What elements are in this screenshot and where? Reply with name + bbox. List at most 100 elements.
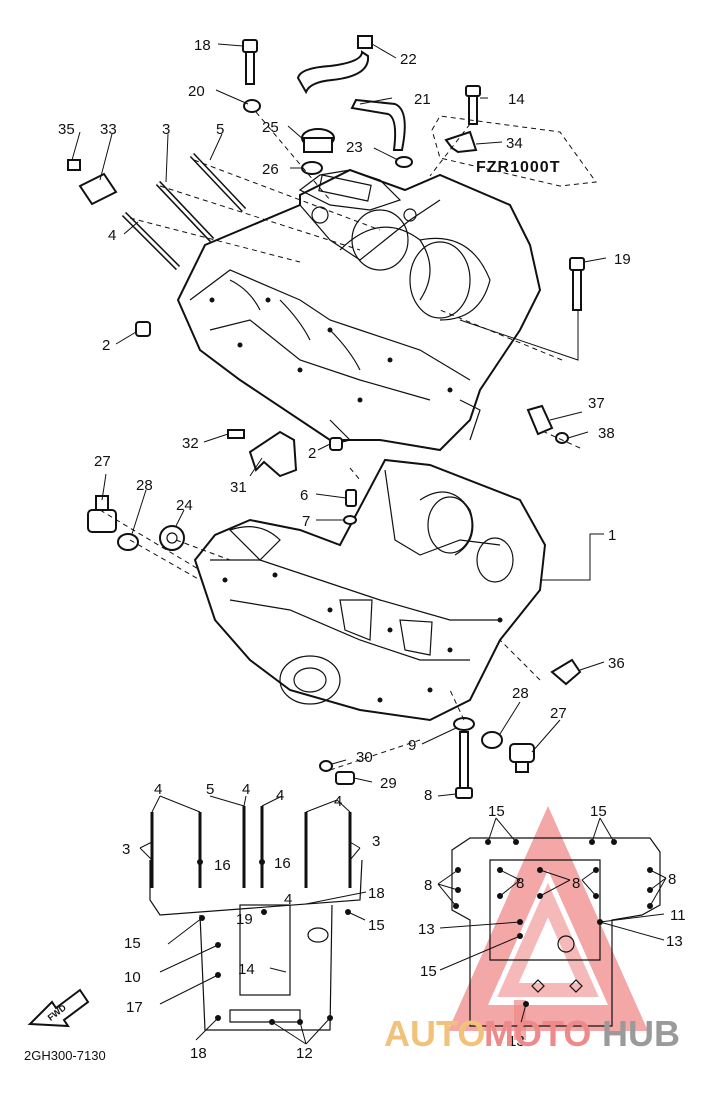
label-27-lower: 27 [550,705,567,722]
label-4-bl-d: 4 [334,793,342,810]
stud-bolt-5 [189,152,247,213]
plug-27 [87,495,117,533]
label-24: 24 [176,497,193,514]
plug-27b [509,743,535,773]
watermark-hub: HUB [602,1013,680,1054]
label-18-bl-b: 18 [190,1045,207,1062]
leader-lines-top [71,43,607,797]
label-3-bl-right: 3 [372,833,380,850]
dowel-6-and-7 [343,489,357,525]
bolt-pattern-upper-view [149,806,363,1031]
label-27: 27 [94,453,111,470]
label-15-bl-left: 15 [124,935,141,952]
label-14: 14 [508,91,525,108]
sensor-37 [526,404,554,436]
label-31: 31 [230,479,247,496]
label-2-lower: 2 [308,445,316,462]
label-23: 23 [346,139,363,156]
bolt-8 [455,731,473,799]
label-1: 1 [608,527,616,544]
label-6: 6 [300,487,308,504]
bolt-32 [227,429,245,439]
label-5-bl: 5 [206,781,214,798]
bolt-19 [569,257,585,311]
o-ring-38 [555,432,569,444]
label-15-bl-right: 15 [368,917,385,934]
upper-crankcase [176,168,542,452]
label-4-bl-a: 4 [154,781,162,798]
clip-23 [395,156,413,168]
washer-20 [243,99,261,113]
label-22: 22 [400,51,417,68]
label-14-bl: 14 [238,961,255,978]
label-4-bl-c: 4 [276,787,284,804]
label-28-lower: 28 [512,685,529,702]
leader-lines-bottom-left [139,795,367,1045]
drawing-code: 2GH300-7130 [24,1048,106,1063]
label-9: 9 [408,737,416,754]
label-3-bl-left: 3 [122,841,130,858]
model-tag-fzr1000t: FZR1000T [476,159,560,176]
watermark-moto: MOTO [484,1013,591,1054]
label-8-br-a: 8 [424,877,432,894]
o-ring-26 [301,161,323,175]
label-11-br: 11 [670,907,686,924]
part-number-labels: 18 22 14 20 21 35 33 3 5 25 34 23 26 FZR… [24,37,686,1063]
plate-31 [248,430,298,478]
label-37: 37 [588,395,605,412]
watermark-text: AUTO MOTO HUB [384,1013,680,1054]
label-13-br-a: 13 [418,921,435,938]
label-15-br-c: 15 [420,963,437,980]
plug-29-and-ring-30 [319,760,355,785]
label-26: 26 [262,161,279,178]
stud-bolt-4 [121,211,181,271]
label-15-br-a: 15 [488,803,505,820]
label-8-br-b: 8 [516,875,524,892]
bolt-35 [67,159,81,171]
watermark-logo-triangle [447,805,649,1040]
leader-lines-bottom-right [437,817,667,1035]
label-17-bl: 17 [126,999,143,1016]
bolt-18 [242,39,258,85]
label-28: 28 [136,477,153,494]
label-18-bl: 18 [368,885,385,902]
bracket-34 [431,115,597,187]
label-10-bl: 10 [124,969,141,986]
plate-36 [550,658,582,686]
label-13-br-c: 13 [508,1033,525,1050]
plug-24 [159,525,185,551]
label-4-bl-b: 4 [242,781,250,798]
label-5: 5 [216,121,224,138]
label-8: 8 [424,787,432,804]
label-4-bl-e: 4 [284,891,292,908]
o-ring-28 [117,533,503,749]
label-32: 32 [182,435,199,452]
label-7: 7 [302,513,310,530]
label-4: 4 [108,227,116,244]
clamp-22 [357,35,373,49]
washer-9 [453,717,475,731]
label-18: 18 [194,37,211,54]
label-12-bl: 12 [296,1045,313,1062]
label-34: 34 [506,135,523,152]
label-30: 30 [356,749,373,766]
label-33: 33 [100,121,117,138]
bracket-33 [78,172,118,206]
label-3: 3 [162,121,170,138]
label-16-bl-b: 16 [274,855,291,872]
oil-filler-cap-25 [301,128,335,153]
label-8-br-d: 8 [668,871,676,888]
bolt-14 [465,85,481,125]
label-36: 36 [608,655,625,672]
label-25: 25 [262,119,279,136]
label-15-br-b: 15 [590,803,607,820]
label-29: 29 [380,775,397,792]
label-20: 20 [188,83,205,100]
breather-hose-21 [296,50,406,151]
label-13-br-b: 13 [666,933,683,950]
lower-crankcase [193,458,547,722]
label-16-bl-a: 16 [214,857,231,874]
label-8-br-c: 8 [572,875,580,892]
stud-bolt-3 [155,180,215,243]
